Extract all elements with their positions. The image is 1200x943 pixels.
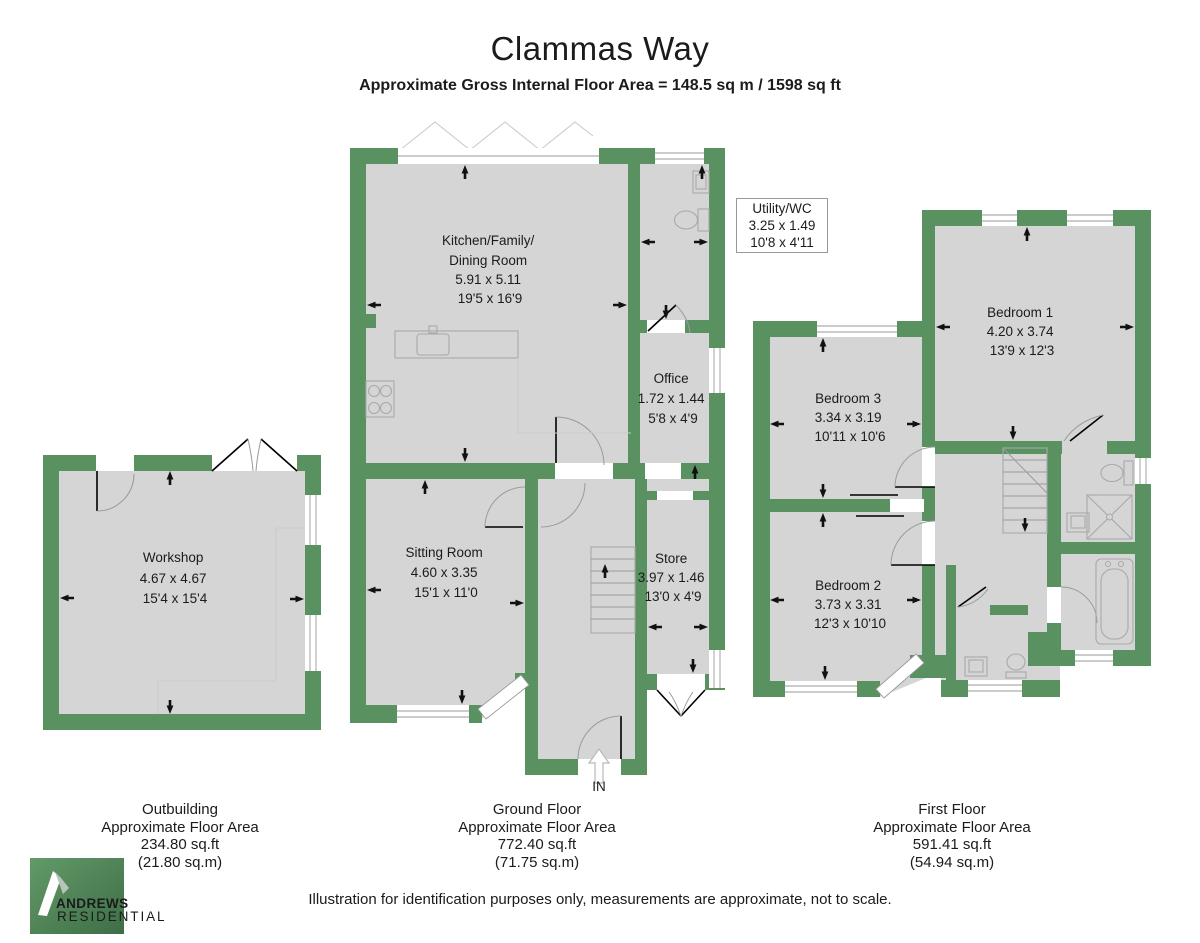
- bedroom2-label: Bedroom 2 3.73 x 3.31 12'3 x 10'10: [814, 578, 886, 631]
- caption-line: Approximate Floor Area: [101, 818, 259, 836]
- ground-floor-floorplan: Kitchen/Family/ Dining Room 5.91 x 5.11 …: [350, 121, 725, 794]
- caption-line: (71.75 sq.m): [494, 853, 580, 871]
- bedroom2-window: [785, 681, 857, 697]
- store-door-opening: [657, 491, 693, 500]
- interior-step-line: [157, 527, 305, 714]
- bedroom1-window: [982, 210, 1017, 226]
- bath-icon: [1095, 558, 1134, 645]
- entrance-arrow-icon: [587, 747, 611, 784]
- first-floor-floorplan: Bedroom 1 4.20 x 3.74 13'9 x 12'3 Bedroo…: [753, 210, 1151, 699]
- gross-area-subtitle: Approximate Gross Internal Floor Area = …: [359, 77, 841, 94]
- double-door-opening: [212, 455, 297, 471]
- kitchen-hall-opening: [555, 463, 613, 479]
- shower-icon: [1086, 494, 1133, 540]
- bathroom-window: [1075, 650, 1113, 666]
- store-label: Store 3.97 x 1.46 13'0 x 4'9: [638, 551, 709, 604]
- bay-corner-window: [875, 653, 925, 699]
- ensuite-toilet-icon: [1005, 653, 1027, 679]
- utility-label-line: 3.25 x 1.49: [748, 218, 816, 233]
- caption-line: (21.80 sq.m): [137, 853, 223, 871]
- hob-icon: [365, 380, 395, 418]
- shower-room-door-swing: [957, 586, 989, 608]
- bedroom3-window: [817, 321, 897, 337]
- bedroom3-door-swing: [894, 446, 936, 488]
- entrance-label: IN: [592, 779, 606, 794]
- sitting-room-window: [397, 705, 469, 723]
- utility-door-swing: [647, 304, 691, 334]
- bedroom1-label: Bedroom 1 4.20 x 3.74 13'9 x 12'3: [987, 305, 1058, 358]
- bedroom2-door-opening: [922, 521, 935, 565]
- staircase: [1002, 447, 1048, 534]
- workshop-window: [305, 495, 321, 545]
- workshop-window: [305, 615, 321, 671]
- first-floor-caption: First Floor Approximate Floor Area 591.4…: [802, 801, 1102, 871]
- store-rear-opening: [657, 674, 705, 690]
- outbuilding-caption: Outbuilding Approximate Floor Area 234.8…: [30, 801, 330, 871]
- entrance-door-swing: [577, 715, 622, 760]
- bay-corner-window: [477, 674, 530, 720]
- logo-division: RESIDENTIAL: [57, 909, 166, 924]
- sitting-room-label: Sitting Room 4.60 x 3.35 15'1 x 11'0: [405, 545, 486, 600]
- store-double-door-swing: [656, 689, 706, 717]
- andrews-residential-logo: ANDREWS RESIDENTIAL: [30, 858, 165, 934]
- bedroom1-window: [1067, 210, 1113, 226]
- kitchen-counter: [394, 325, 631, 434]
- utility-wc-callout: Utility/WC 3.25 x 1.49 10'8 x 4'11: [736, 198, 828, 253]
- workshop-floor: [59, 471, 305, 714]
- caption-line: First Floor: [918, 801, 986, 818]
- outbuilding-floorplan: Workshop 4.67 x 4.67 15'4 x 15'4: [43, 438, 321, 730]
- vaulted-roof-zigzag: [399, 121, 594, 151]
- bathroom-door-opening: [1047, 587, 1061, 623]
- disclaimer-text: Illustration for identification purposes…: [308, 891, 892, 908]
- page-title: Clammas Way: [490, 30, 710, 67]
- sink-icon: [1066, 512, 1090, 533]
- utility-label-line: Utility/WC: [752, 201, 812, 216]
- bedroom3-label: Bedroom 3 3.34 x 3.19 10'11 x 10'6: [815, 391, 886, 444]
- caption-line: Ground Floor: [492, 801, 582, 818]
- bedroom3-door-opening: [922, 447, 935, 487]
- kitchen-label: Kitchen/Family/ Dining Room 5.91 x 5.11 …: [442, 233, 538, 306]
- roof-peak-icon: [38, 871, 69, 916]
- divider-door-leaves: [850, 494, 904, 517]
- sitting-room-door-swing: [484, 486, 526, 528]
- caption-line: 591.41 sq.ft: [912, 836, 992, 853]
- double-door-swing: [211, 438, 298, 472]
- bedroom1-door-swing: [1063, 414, 1104, 442]
- door-swing: [96, 471, 135, 512]
- bifold-door-opening: [398, 148, 599, 164]
- caption-line: 772.40 sq.ft: [497, 836, 577, 853]
- store-window: [709, 650, 725, 688]
- utility-label-line: 10'8 x 4'11: [750, 235, 814, 250]
- workshop-label: Workshop 4.67 x 4.67 15'4 x 15'4: [140, 550, 211, 606]
- ground-floor-caption: Ground Floor Approximate Floor Area 772.…: [387, 801, 687, 871]
- workshop-door-opening: [96, 455, 134, 471]
- shower-room-window: [968, 680, 1022, 697]
- utility-toilet-icon: [673, 208, 710, 232]
- kitchen-door-swing: [555, 416, 605, 466]
- caption-line: (54.94 sq.m): [909, 853, 995, 871]
- ensuite-sink-icon: [964, 656, 988, 677]
- caption-line: Approximate Floor Area: [458, 818, 616, 836]
- utility-window: [655, 148, 704, 164]
- caption-line: Approximate Floor Area: [873, 818, 1031, 836]
- caption-line: 234.80 sq.ft: [140, 836, 220, 853]
- office-corridor-opening: [645, 463, 681, 479]
- bedroom3-bedroom2-door-opening: [890, 499, 924, 512]
- bedroom2-door-swing: [890, 520, 936, 566]
- office-window: [709, 348, 725, 393]
- hall-door-swing: [540, 482, 586, 528]
- bathroom-window: [1135, 458, 1151, 484]
- toilet-icon: [1100, 460, 1134, 486]
- staircase: [590, 546, 636, 634]
- logo-brand: ANDREWS: [56, 896, 129, 911]
- caption-line: Outbuilding: [142, 801, 218, 818]
- office-label: Office 1.72 x 1.44 5'8 x 4'9: [638, 371, 709, 426]
